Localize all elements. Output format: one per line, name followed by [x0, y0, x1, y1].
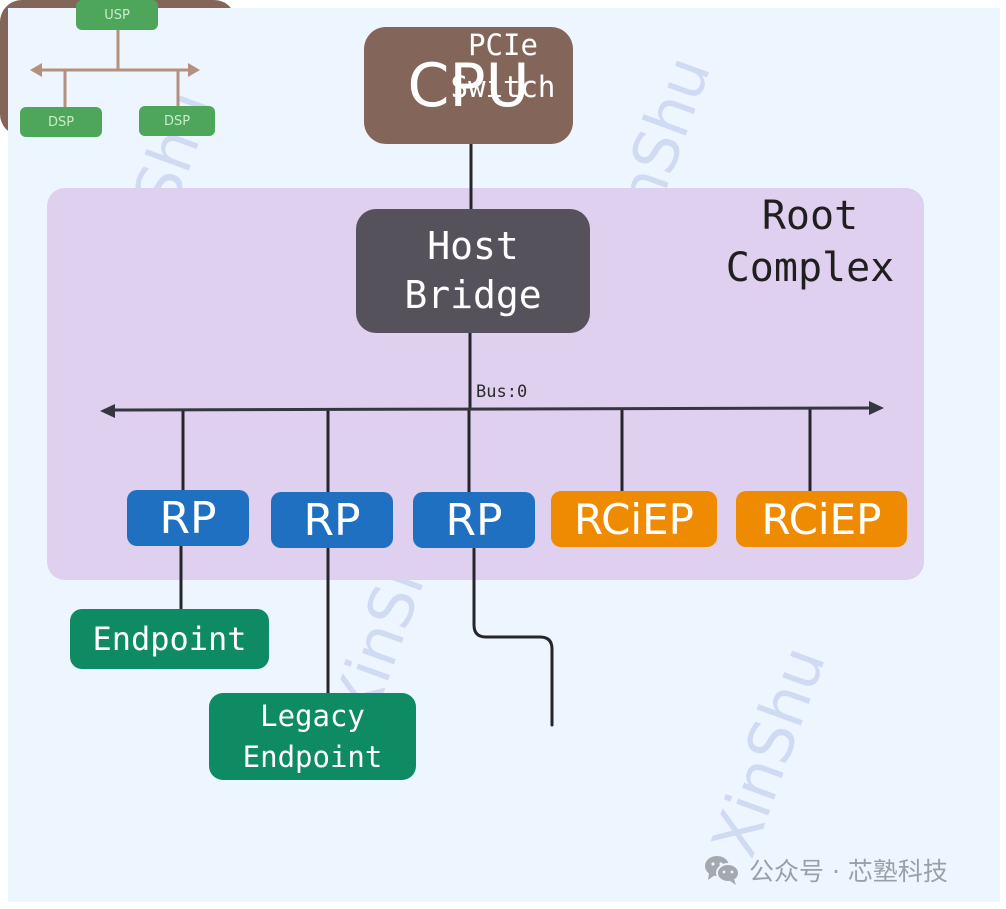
switch-label-line2: Switch [450, 70, 556, 105]
footer-attribution: 公众号 · 芯塾科技 [703, 852, 948, 888]
cpu-node: CPU [364, 27, 573, 144]
switch-internal-bus [30, 28, 200, 108]
wechat-icon [703, 854, 741, 886]
bus-label: Bus:0 [476, 382, 528, 402]
pcie-switch-node: PCIe Switch USP DSP DSP [0, 0, 555, 137]
root-complex-label: Root Complex [705, 190, 915, 294]
root-port-node: RP [127, 490, 249, 546]
legacy-endpoint-node: Legacy Endpoint [209, 693, 416, 780]
switch-label-line1: PCIe [468, 28, 538, 62]
switch-arrow-left-icon [30, 63, 42, 77]
wire-rp3-switch [472, 547, 554, 727]
root-port-node: RP [413, 492, 535, 548]
usp-port: USP [76, 0, 158, 30]
root-port-node: RP [271, 492, 393, 548]
rciep-node: RCiEP [551, 491, 717, 547]
rciep-node: RCiEP [736, 491, 907, 547]
host-bridge-line2: Bridge [404, 273, 542, 317]
footer-text: 公众号 · 芯塾科技 [749, 857, 948, 886]
switch-label: PCIe Switch [0, 24, 1006, 108]
switch-arrow-right-icon [188, 63, 200, 77]
root-complex-label-line2: Complex [725, 245, 895, 291]
endpoint-node: Endpoint [70, 609, 269, 669]
bus-arrow-right-icon [869, 401, 884, 415]
root-complex-label-line1: Root [761, 193, 859, 239]
bus-0-line [100, 401, 884, 418]
dsp-port: DSP [20, 107, 102, 137]
host-bridge-node: Host Bridge [356, 209, 590, 333]
legacy-endpoint-line2: Endpoint [242, 739, 383, 774]
legacy-endpoint-line1: Legacy [260, 698, 365, 733]
dsp-port: DSP [139, 106, 215, 136]
bus-arrow-left-icon [100, 404, 115, 418]
host-bridge-line1: Host [427, 223, 519, 268]
